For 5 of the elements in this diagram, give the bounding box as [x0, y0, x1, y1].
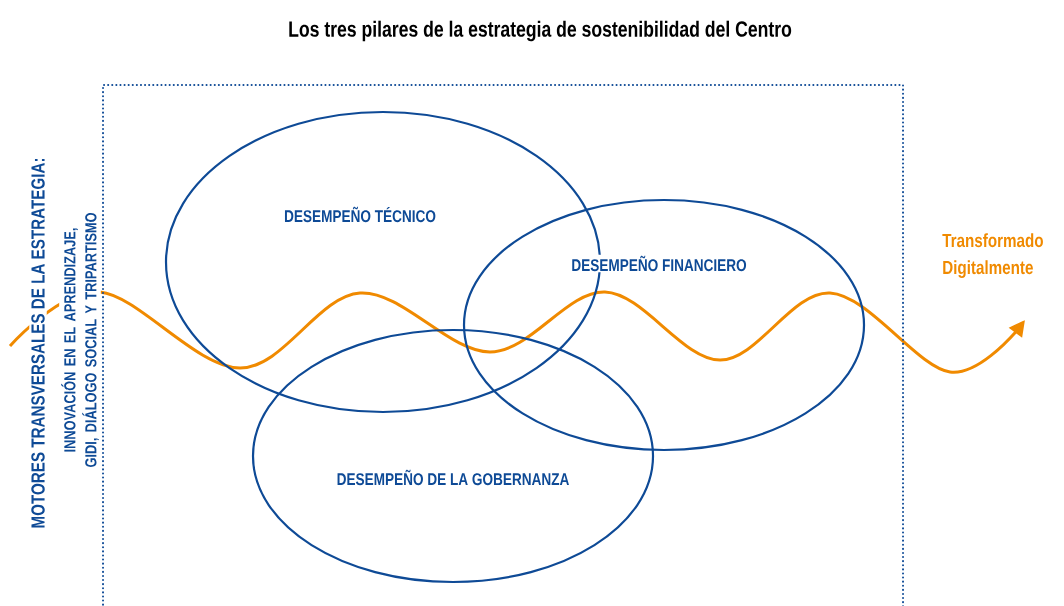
dotted-frame — [102, 84, 904, 606]
side-label: Transformado Digitalmente — [942, 233, 1043, 278]
rotated-text: INNOVACIÓN EN EL APRENDIZAJE, GIDI, DIÁLOGO SOCIAL Y TRIPARTISMO — [59, 143, 101, 537]
rotated-heading: MOTORES TRANSVERSALES DE LA ESTRATEGIA: — [29, 155, 47, 531]
title: Los tres pilares de la estrategia de sostenibilidad del Centro — [289, 20, 792, 42]
